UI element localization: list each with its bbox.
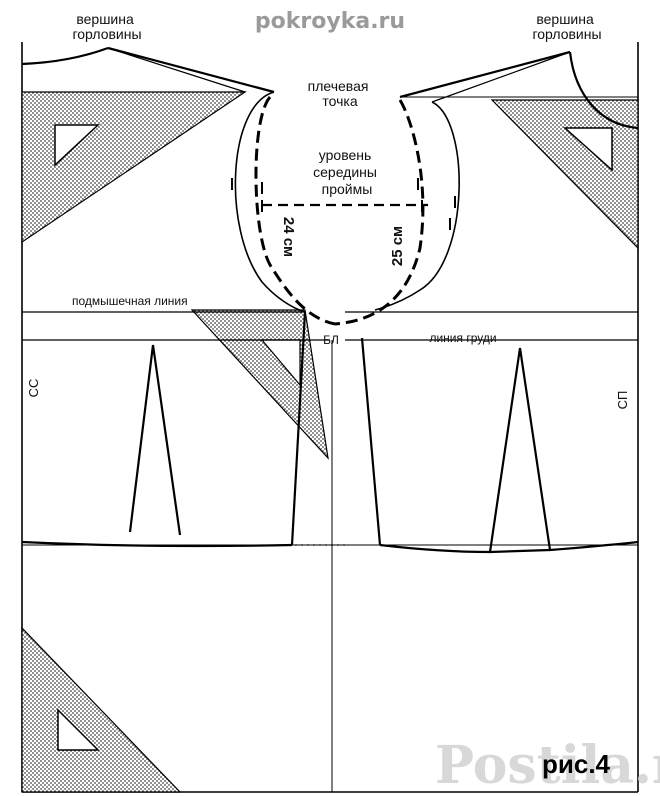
tick-marks	[231, 178, 456, 230]
ruler-bottom-left	[21, 626, 182, 793]
back-piece	[21, 46, 330, 548]
side-line-label: БЛ	[323, 333, 339, 347]
neck-point-right-label: вершина горловины	[532, 11, 601, 42]
center-front-label: СП	[615, 391, 630, 410]
shoulder-point-label: плечевая точка	[308, 78, 373, 109]
armpit-line-label: подмышечная линия	[72, 294, 188, 308]
site-name: pokroyka.ru	[255, 9, 405, 34]
measure-back: 24 см	[280, 217, 297, 257]
armhole-mid-level-label: уровень середины проймы	[313, 147, 381, 197]
armhole-curves	[254, 96, 428, 326]
figure-label: рис.4	[542, 749, 611, 779]
lower-lines	[22, 340, 638, 792]
ruler-middle	[190, 309, 329, 460]
measure-front: 25 см	[389, 226, 406, 266]
ruler-top-right	[490, 99, 639, 250]
neck-point-left-label: вершина горловины	[72, 11, 141, 42]
ruler-top-left	[21, 91, 247, 244]
watermark: Postila.ru	[435, 735, 660, 796]
center-back-label: СС	[26, 379, 41, 398]
bust-line-label: линия груди	[429, 331, 496, 345]
